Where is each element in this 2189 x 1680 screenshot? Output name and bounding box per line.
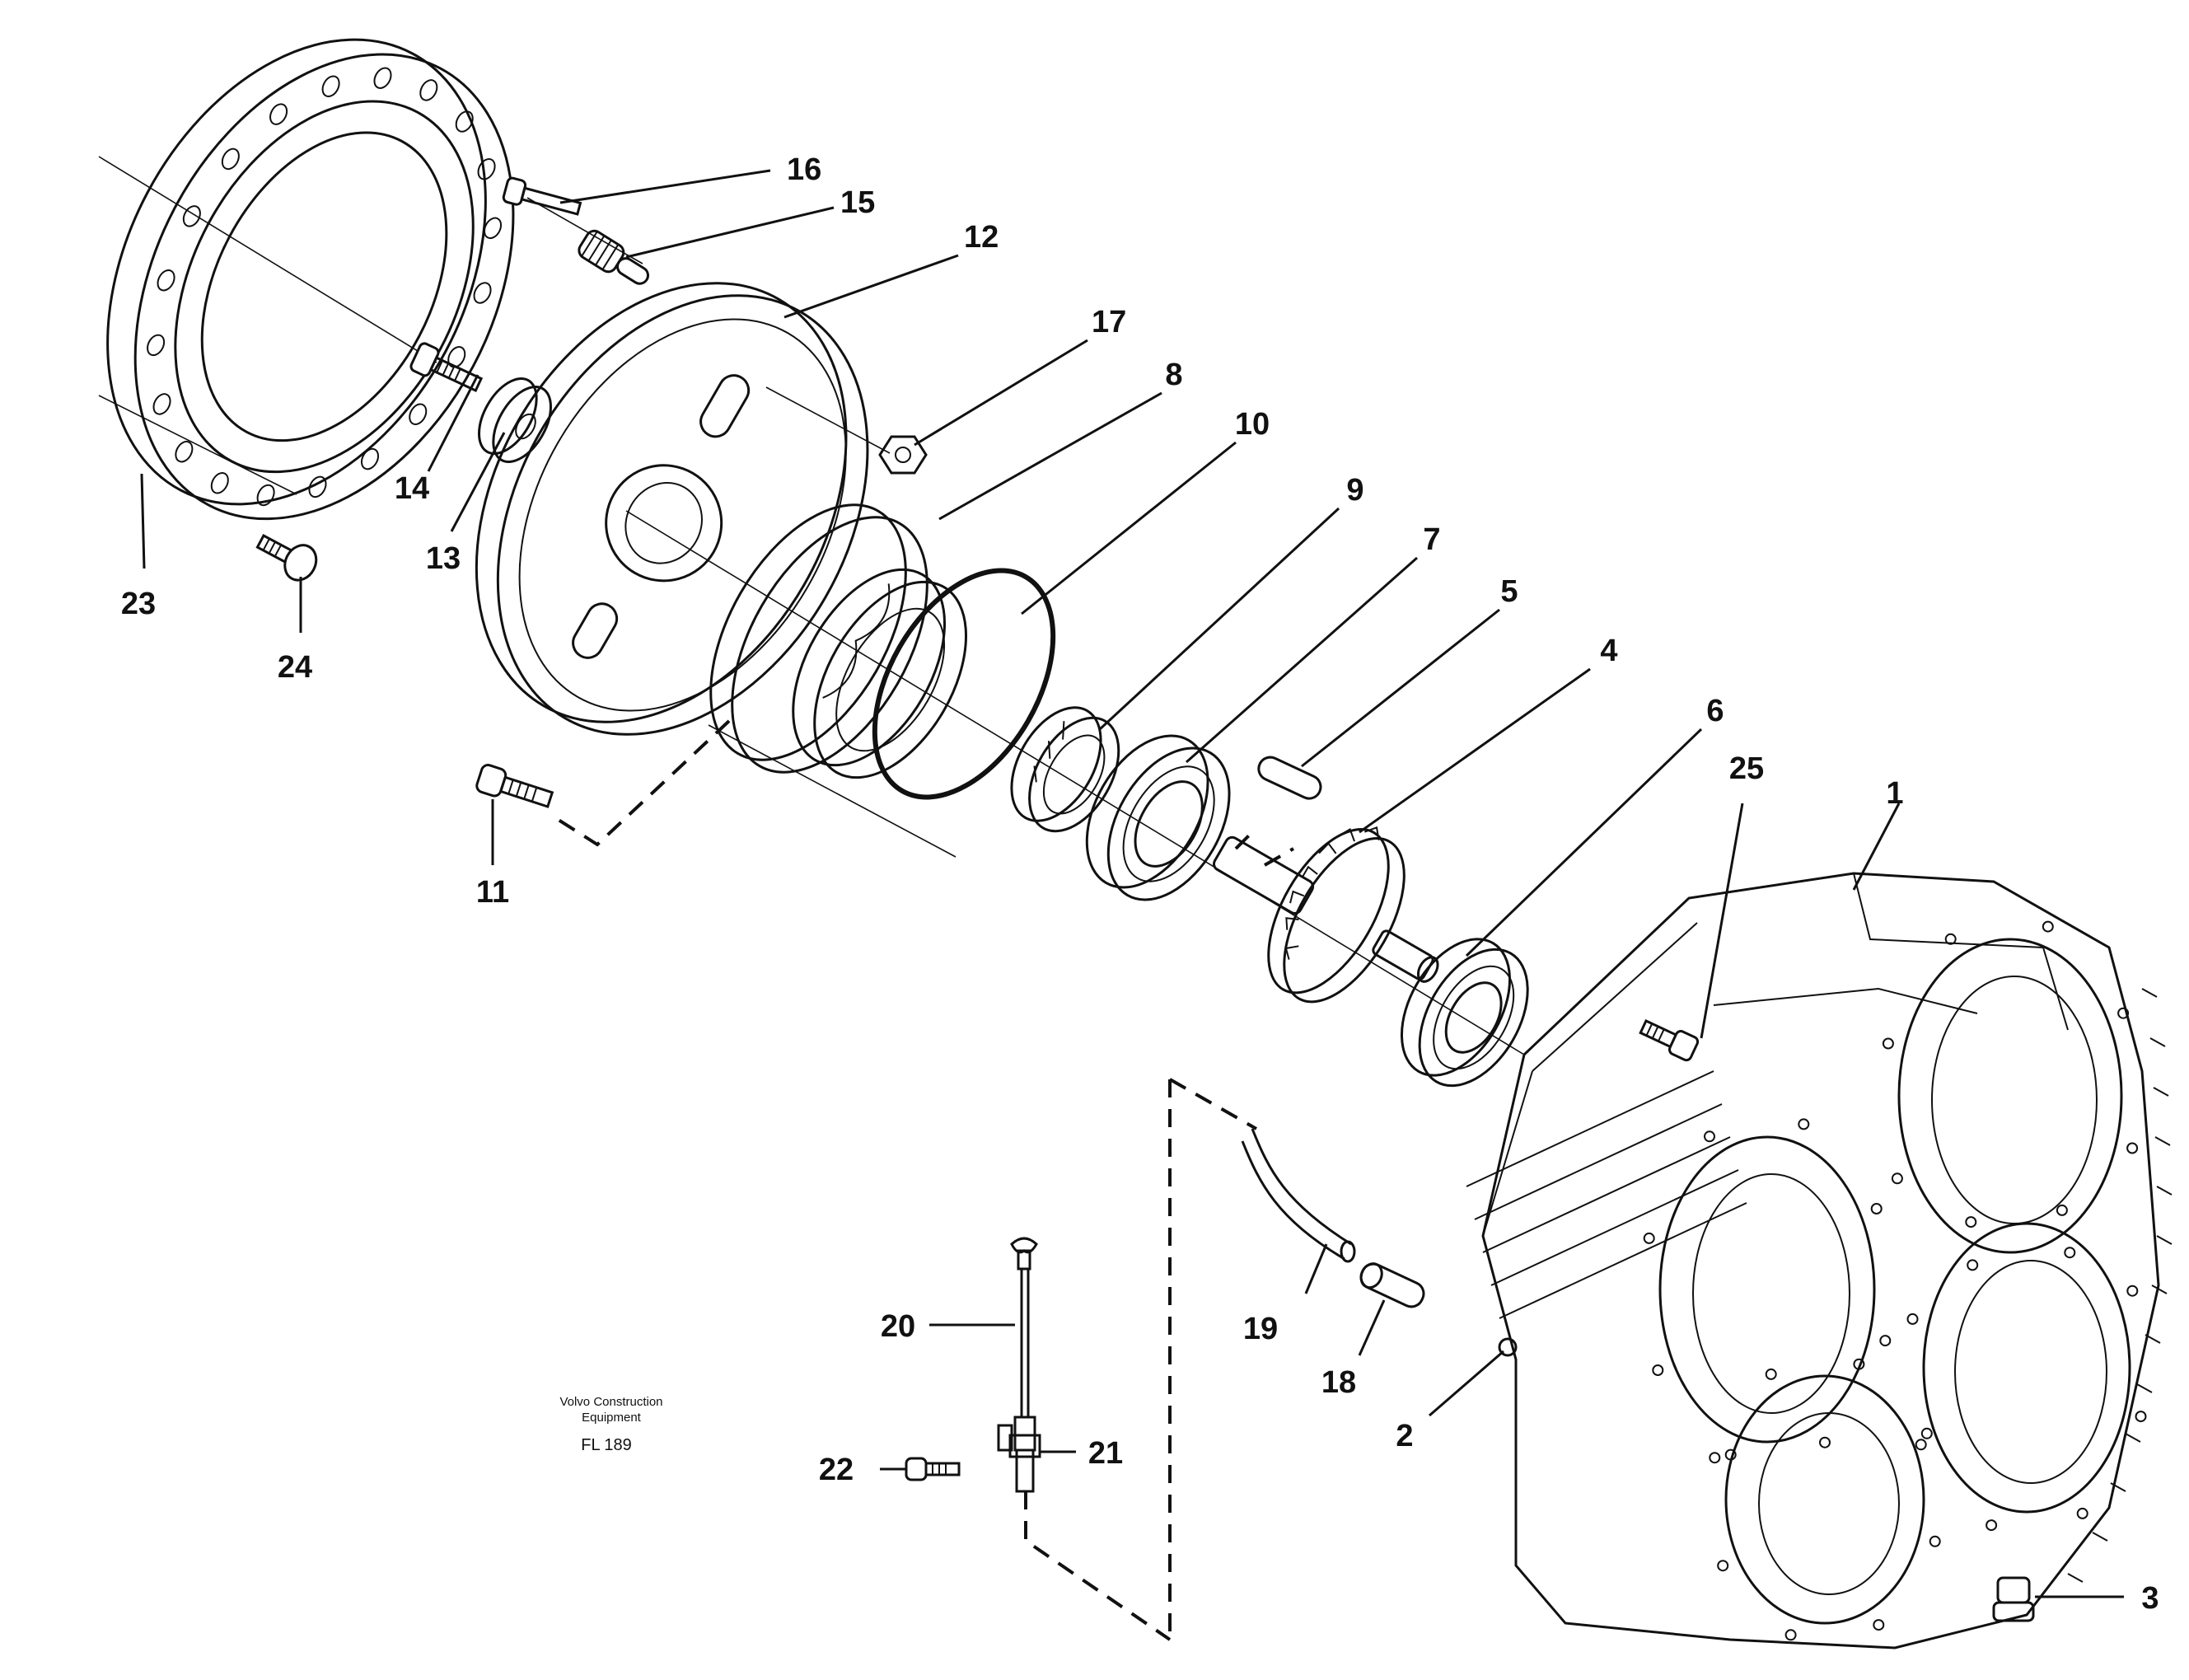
part-20-dipstick (1010, 1237, 1038, 1493)
part-14-bolt (409, 342, 484, 393)
part-24-plug (255, 534, 318, 582)
figure-caption: Volvo Construction Equipment FL 189 (559, 1395, 662, 1454)
callout-16: 16 (787, 152, 821, 187)
part-23-flange-ring (106, 38, 515, 521)
callout-13: 13 (426, 541, 461, 576)
callout-19: 19 (1243, 1312, 1278, 1346)
part-7-ball-bearing (1085, 734, 1231, 901)
callout-20: 20 (881, 1309, 915, 1344)
part-13-washer (478, 377, 552, 464)
assembly-axis-lines (98, 156, 1525, 1055)
callout-24: 24 (278, 650, 312, 685)
part-6-ball-bearing (1400, 938, 1529, 1088)
part-16-bolt (502, 176, 582, 216)
part-11-bolt (475, 764, 554, 808)
part-18-sleeve (1359, 1262, 1425, 1308)
callout-21: 21 (1088, 1436, 1123, 1471)
callout-7: 7 (1423, 522, 1440, 557)
callout-23: 23 (121, 587, 156, 621)
part-17-nut (878, 435, 928, 475)
callout-18: 18 (1321, 1365, 1356, 1400)
part-3-drain-plug (1992, 1576, 2035, 1622)
callout-14: 14 (395, 471, 429, 506)
callout-8: 8 (1165, 358, 1182, 392)
callout-1: 1 (1886, 776, 1903, 811)
part-5-key (1257, 756, 1322, 800)
part-22-screw (905, 1457, 961, 1481)
part-10-circlip (872, 568, 1056, 800)
callout-labels: 1 2 3 4 5 6 7 8 9 10 11 12 13 14 15 16 1… (121, 152, 2159, 1616)
part-25-plug (1639, 1019, 1700, 1062)
callout-22: 22 (819, 1453, 854, 1487)
part-2-fitting (1498, 1337, 1518, 1357)
assembly-dash-lines (550, 719, 1294, 1641)
callout-11: 11 (476, 875, 509, 910)
caption-company-line2: Equipment (582, 1411, 642, 1425)
part-21-dipstick-tube (997, 1424, 1041, 1458)
callout-10: 10 (1235, 407, 1270, 442)
callout-17: 17 (1092, 305, 1126, 339)
part-15-grease-nipple (578, 229, 650, 285)
callout-2: 2 (1396, 1419, 1413, 1453)
part-19-hose (1241, 1128, 1356, 1263)
caption-company-line1: Volvo Construction (559, 1395, 662, 1409)
callout-15: 15 (840, 185, 875, 220)
callout-6: 6 (1706, 694, 1724, 728)
leader-lines (140, 169, 2124, 1598)
callout-3: 3 (2141, 1581, 2159, 1616)
callout-12: 12 (964, 220, 999, 255)
callout-4: 4 (1600, 634, 1617, 668)
part-8-bearing-housing (709, 503, 968, 779)
callout-5: 5 (1500, 574, 1518, 609)
part-4-gear-shaft (1213, 826, 1439, 1004)
callout-25: 25 (1729, 751, 1764, 786)
caption-figure-id: FL 189 (581, 1436, 632, 1454)
part-9-seal-ring (1010, 706, 1120, 833)
part-1-gearbox-housing (1466, 872, 2173, 1650)
callout-9: 9 (1346, 473, 1363, 508)
part-12-cover-plate (475, 282, 869, 736)
